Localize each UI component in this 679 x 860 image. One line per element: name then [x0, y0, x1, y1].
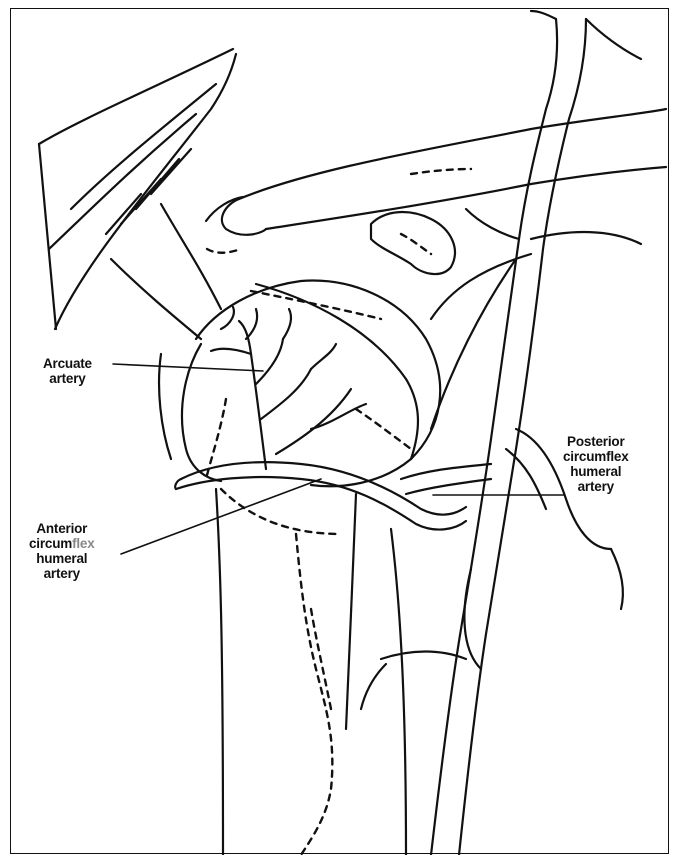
- label-line: Posterior: [563, 434, 629, 449]
- label-line: artery: [29, 566, 95, 581]
- label-line: Anterior: [29, 521, 95, 536]
- label-line: humeral: [563, 464, 629, 479]
- thoracoacromial-branches: [431, 209, 641, 429]
- posterior-circumflex-label: Posterior circumflex humeral artery: [563, 434, 629, 494]
- shoulder-artery-illustration: Arcuate artery Posterior circumflex hume…: [10, 8, 669, 854]
- arcuate-artery-label: Arcuate artery: [43, 356, 92, 386]
- arcuate-artery-branches: [211, 307, 366, 469]
- leader-lines: [113, 364, 564, 554]
- arcuate-leader: [113, 364, 263, 371]
- label-fragment: flex: [72, 536, 94, 551]
- axillary-artery: [431, 11, 641, 855]
- label-line: artery: [43, 371, 92, 386]
- anatomical-drawing: [11, 9, 670, 855]
- label-line: artery: [563, 479, 629, 494]
- label-line: circumflex: [29, 536, 95, 551]
- label-line: humeral: [29, 551, 95, 566]
- label-line: Arcuate: [43, 356, 92, 371]
- suprascapular-vessels: [111, 204, 221, 339]
- coracoid: [371, 212, 455, 274]
- label-line: circumflex: [563, 449, 629, 464]
- scapula-edge: [39, 49, 236, 329]
- anterior-circumflex-label: Anterior circumflex humeral artery: [29, 521, 95, 581]
- humeral-head: [159, 281, 440, 487]
- label-fragment: circum: [29, 536, 72, 551]
